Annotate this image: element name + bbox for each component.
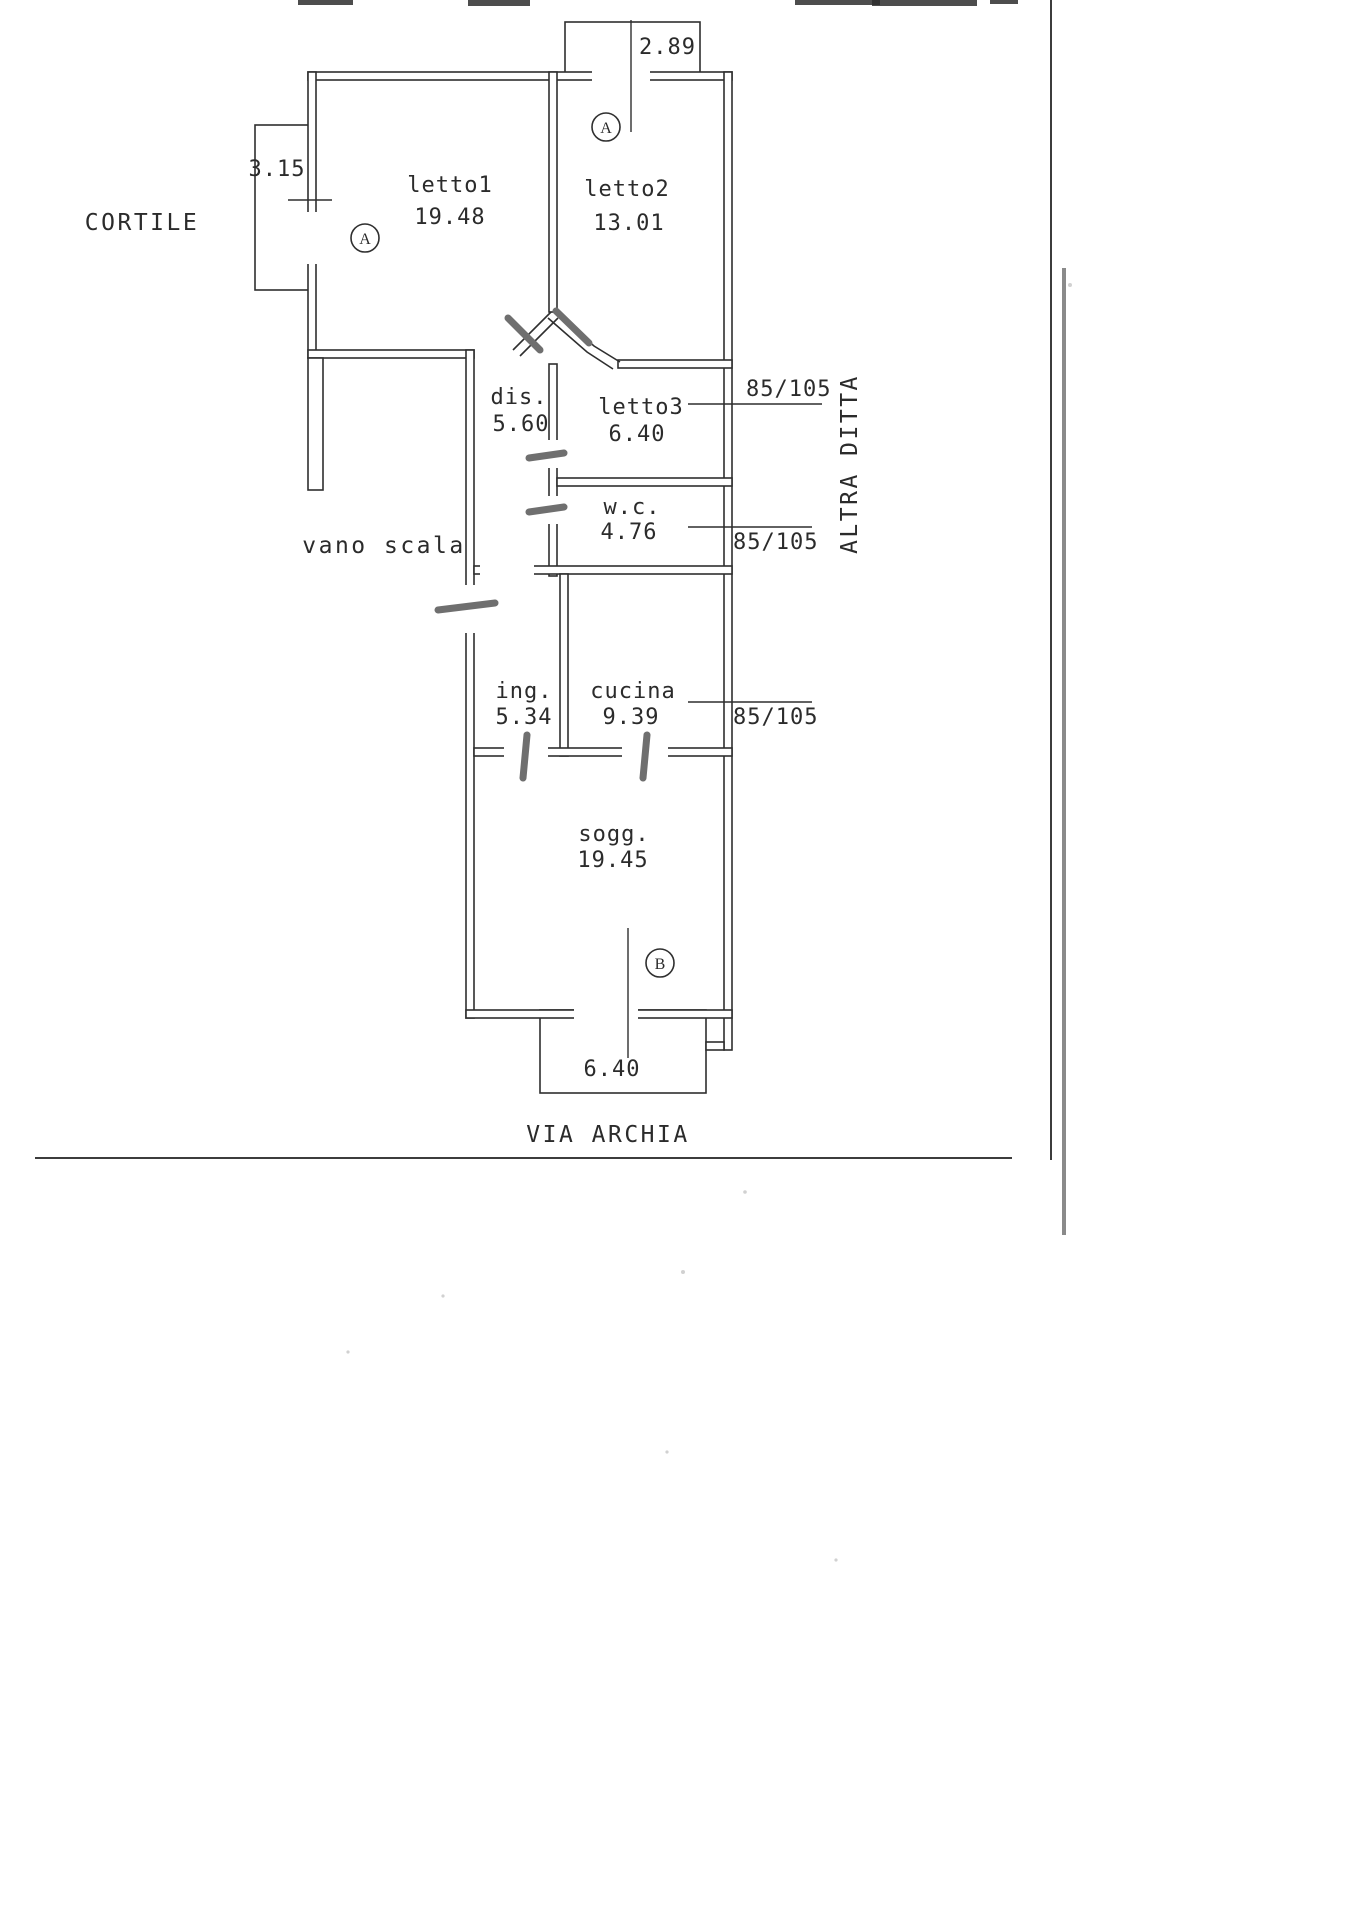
scan-artifact — [468, 0, 530, 6]
wall-stairwell-stub — [307, 357, 324, 491]
speck — [834, 1558, 838, 1562]
room-labels: letto1 19.48 letto2 13.01 letto3 6.40 di… — [407, 173, 683, 873]
wall-bottom-step — [705, 1041, 725, 1051]
room-area-cucina: 9.39 — [603, 705, 660, 730]
dim-label-balcony-left: 3.15 — [249, 157, 306, 182]
dim-label-balcony-bottom: 6.40 — [584, 1057, 641, 1082]
vano-scala-label: vano scala — [302, 533, 465, 559]
room-area-dis: 5.60 — [493, 412, 550, 437]
room-name-ing: ing. — [496, 679, 553, 704]
room-area-sogg: 19.45 — [577, 848, 648, 873]
balcony-left-outline — [254, 124, 311, 291]
wall-divider-ing-cucina — [559, 573, 569, 757]
door-opening — [306, 212, 318, 264]
sheet-border-lines — [35, 0, 1066, 1235]
walls — [307, 71, 733, 1051]
room-area-wc: 4.76 — [601, 520, 658, 545]
site-labels: CORTILE vano scala VIA ARCHIA ALTRA DITT… — [85, 210, 863, 1148]
room-area-letto2: 13.01 — [593, 211, 664, 236]
dimension-lines — [288, 20, 822, 1058]
window-spec-wc: 85/105 — [733, 530, 818, 555]
room-name-cucina: cucina — [590, 679, 675, 704]
speck — [681, 1270, 685, 1274]
door-mark-wc — [525, 503, 568, 516]
wall-divider-letto1-letto2 — [548, 71, 558, 313]
wall-diagonal-left-inner — [519, 317, 559, 357]
room-area-letto1: 19.48 — [414, 205, 485, 230]
wall-letto1-bottom — [307, 349, 475, 359]
wall-top — [307, 71, 733, 81]
wall-left-lower — [465, 349, 475, 1019]
paper-specks — [346, 283, 1072, 1562]
via-archia-label: VIA ARCHIA — [526, 1122, 689, 1148]
room-name-sogg: sogg. — [578, 822, 649, 847]
scan-artifact — [872, 0, 977, 6]
door-opening — [574, 1008, 638, 1020]
section-marker-letter: A — [600, 120, 612, 137]
door-mark-cucina-sogg — [639, 731, 651, 782]
speck — [1068, 283, 1072, 287]
dimension-labels: 2.89 3.15 6.40 85/105 85/105 85/105 — [249, 35, 831, 1082]
scan-artifact — [795, 0, 880, 5]
speck — [665, 1450, 669, 1454]
speck — [346, 1350, 350, 1354]
door-opening — [592, 70, 650, 82]
section-marker-circle-a-top — [591, 112, 621, 142]
speck — [441, 1294, 445, 1298]
room-name-wc: w.c. — [604, 495, 661, 520]
room-name-dis: dis. — [491, 385, 548, 410]
door-mark-ing-sogg — [519, 731, 531, 782]
scan-artifact — [298, 0, 353, 5]
speck — [743, 1190, 747, 1194]
cortile-label: CORTILE — [85, 210, 199, 236]
wall-diagonal-right-inner — [547, 317, 614, 370]
section-marker-circle-a-left — [350, 223, 380, 253]
room-area-ing: 5.34 — [496, 705, 553, 730]
dim-label-balcony-top: 2.89 — [639, 35, 696, 60]
door-mark-letto3 — [525, 449, 568, 462]
door-mark-entrance — [434, 599, 499, 614]
scan-artifact — [990, 0, 1018, 4]
wall-divider-dis — [548, 363, 558, 577]
section-markers: A A B — [350, 112, 675, 978]
room-name-letto1: letto1 — [407, 173, 492, 198]
window-spec-cucina: 85/105 — [733, 705, 818, 730]
wall-letto3-top — [617, 359, 733, 369]
door-opening — [480, 564, 534, 576]
door-marks — [434, 307, 651, 782]
scan-artifacts — [298, 0, 1018, 6]
wall-sogg-top — [473, 747, 733, 757]
room-name-letto3: letto3 — [598, 395, 683, 420]
door-mark-letto1-dis — [504, 314, 544, 354]
window-spec-letto3: 85/105 — [746, 377, 831, 402]
wall-diagonal-left-outer — [512, 311, 552, 351]
room-name-letto2: letto2 — [584, 177, 669, 202]
room-area-letto3: 6.40 — [609, 422, 666, 447]
wall-mid — [473, 565, 733, 575]
section-marker-letter: A — [359, 231, 371, 248]
door-mark-letto2-dis — [552, 307, 593, 347]
section-marker-circle-b — [645, 948, 675, 978]
wall-wc-top — [556, 477, 733, 487]
altra-ditta-label: ALTRA DITTA — [837, 374, 863, 554]
section-marker-letter: B — [655, 956, 666, 973]
wall-right — [723, 71, 733, 1051]
